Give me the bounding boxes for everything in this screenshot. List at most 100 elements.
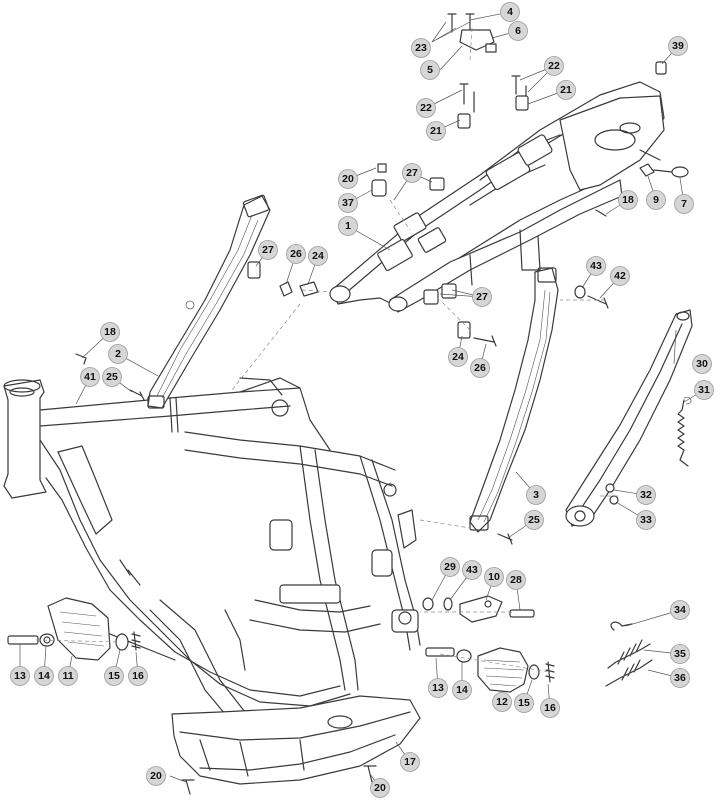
svg-text:16: 16 [132,670,144,682]
svg-text:24: 24 [312,250,324,262]
svg-text:14: 14 [456,684,468,696]
svg-text:10: 10 [488,571,500,583]
callout-27: 27 [258,240,278,260]
frame-guard-right [469,267,559,533]
svg-text:14: 14 [38,670,50,682]
footpeg-right [425,647,555,693]
callouts: 4 23 6 5 39 22 22 21 21 20 27 37 9 7 18 … [10,2,714,798]
svg-text:1: 1 [345,220,351,232]
callout-16: 16 [128,666,148,686]
svg-text:25: 25 [528,514,540,526]
callout-29: 29 [440,557,460,577]
svg-text:11: 11 [62,670,73,682]
svg-text:17: 17 [404,756,416,768]
svg-text:29: 29 [444,561,456,573]
callout-42: 42 [610,266,630,286]
frame-guard-left [147,194,271,409]
skid-plate [171,695,421,785]
callout-36: 36 [670,668,690,688]
svg-text:15: 15 [518,697,530,709]
svg-text:4: 4 [507,6,513,18]
callout-27: 27 [472,287,492,307]
callout-20: 20 [146,766,166,786]
callout-34: 34 [670,600,690,620]
svg-text:20: 20 [150,770,162,782]
callout-24: 24 [308,246,328,266]
svg-text:6: 6 [515,25,521,37]
svg-text:2: 2 [115,348,121,360]
callout-20: 20 [338,169,358,189]
svg-text:28: 28 [510,574,522,586]
callout-25: 25 [102,367,122,387]
svg-text:27: 27 [406,167,418,179]
svg-text:20: 20 [374,782,386,794]
svg-text:22: 22 [548,60,560,72]
svg-text:30: 30 [696,358,708,370]
svg-text:33: 33 [640,514,652,526]
callout-21: 21 [556,80,576,100]
callout-13: 13 [10,666,30,686]
callout-11: 11 [58,666,78,686]
svg-text:42: 42 [614,270,626,282]
svg-text:21: 21 [560,84,572,96]
callout-16: 16 [540,698,560,718]
callout-37: 37 [338,193,358,213]
footpeg-bracket [422,595,535,623]
callout-31: 31 [694,380,714,400]
svg-text:9: 9 [653,194,659,206]
svg-text:16: 16 [544,702,556,714]
svg-text:13: 13 [432,682,444,694]
callout-23: 23 [411,38,431,58]
callout-18: 18 [100,322,120,342]
svg-text:15: 15 [108,670,120,682]
callout-22: 22 [416,98,436,118]
callout-5: 5 [420,60,440,80]
callout-15: 15 [514,693,534,713]
callout-12: 12 [492,692,512,712]
callout-7: 7 [674,194,694,214]
svg-text:26: 26 [474,362,486,374]
svg-text:27: 27 [262,244,274,256]
callout-1: 1 [338,216,358,236]
callout-32: 32 [636,485,656,505]
svg-text:39: 39 [672,40,684,52]
svg-text:3: 3 [533,489,539,501]
svg-text:24: 24 [452,351,464,363]
callout-27: 27 [402,163,422,183]
callout-9: 9 [646,190,666,210]
callout-14: 14 [452,680,472,700]
main-frame [3,377,421,721]
callout-43: 43 [586,256,606,276]
callout-28: 28 [506,570,526,590]
svg-text:43: 43 [590,260,602,272]
footpeg-left [7,597,141,661]
callout-4: 4 [500,2,520,22]
svg-text:5: 5 [427,64,433,76]
callout-41: 41 [80,367,100,387]
svg-text:43: 43 [466,564,478,576]
svg-text:12: 12 [496,696,508,708]
callout-35: 35 [670,644,690,664]
svg-text:27: 27 [476,291,488,303]
svg-text:7: 7 [681,198,687,210]
callout-6: 6 [508,21,528,41]
callout-22: 22 [544,56,564,76]
side-stand-spring [677,396,692,467]
callout-13: 13 [428,678,448,698]
callout-17: 17 [400,752,420,772]
svg-text:41: 41 [84,371,96,383]
svg-text:26: 26 [290,248,302,260]
svg-text:23: 23 [415,42,427,54]
callout-18: 18 [618,190,638,210]
svg-text:31: 31 [698,384,710,396]
svg-text:35: 35 [674,648,686,660]
svg-text:18: 18 [622,194,634,206]
callout-30: 30 [692,354,712,374]
callout-15: 15 [104,666,124,686]
callout-20: 20 [370,778,390,798]
callout-39: 39 [668,36,688,56]
svg-text:18: 18 [104,326,116,338]
svg-text:21: 21 [430,125,442,137]
subframe [329,81,665,313]
